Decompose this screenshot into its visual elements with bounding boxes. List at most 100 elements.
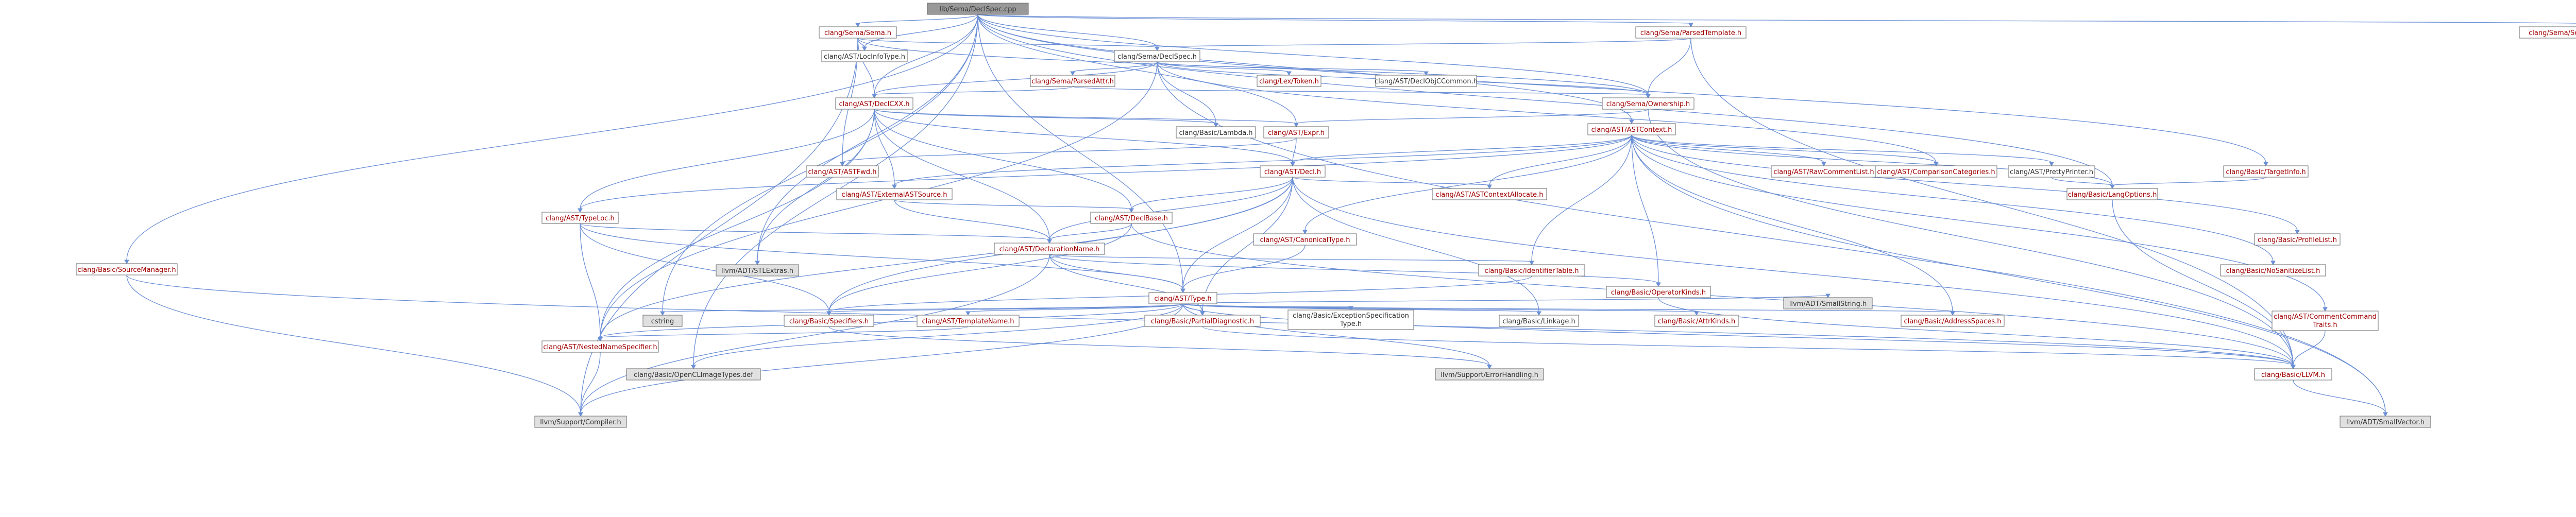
- node-errorhandling[interactable]: llvm/Support/ErrorHandling.h: [1435, 368, 1544, 381]
- node-label: clang/Sema/ParsedAttr.h: [1031, 78, 1114, 85]
- edge-templatename-to-nns: [598, 326, 969, 342]
- node-targetinfo[interactable]: clang/Basic/TargetInfo.h: [2223, 165, 2309, 178]
- node-parsedtemplate[interactable]: clang/Sema/ParsedTemplate.h: [1635, 26, 1747, 39]
- node-declname[interactable]: clang/AST/DeclarationName.h: [994, 243, 1105, 255]
- node-identtable[interactable]: clang/Basic/IdentifierTable.h: [1478, 264, 1585, 277]
- edge-decl-to-astctxalloc: [1292, 177, 1492, 189]
- node-root[interactable]: lib/Sema/DeclSpec.cpp: [927, 3, 1029, 15]
- node-canonicaltype[interactable]: clang/AST/CanonicalType.h: [1253, 233, 1357, 246]
- node-smallvector[interactable]: llvm/ADT/SmallVector.h: [2340, 416, 2431, 428]
- node-astcontext[interactable]: clang/AST/ASTContext.h: [1587, 123, 1676, 135]
- node-label: clang/AST/TypeLoc.h: [546, 215, 614, 222]
- nodes-layer: lib/Sema/DeclSpec.cpp clang/Sema/Sema.h cl…: [76, 3, 2576, 428]
- node-profilelist[interactable]: clang/Basic/ProfileList.h: [2254, 233, 2341, 246]
- edge-declcxx-to-lambda: [874, 109, 1218, 128]
- edge-declbase-to-declname: [1047, 223, 1132, 244]
- node-declspec[interactable]: clang/Sema/DeclSpec.h: [1114, 50, 1200, 62]
- edge-root-to-astcontext: [977, 14, 1634, 125]
- edge-declcxx-to-expr: [874, 109, 1299, 128]
- node-rawcomment[interactable]: clang/AST/RawCommentList.h: [1771, 165, 1877, 178]
- node-llvmh[interactable]: clang/Basic/LLVM.h: [2254, 368, 2332, 381]
- edge-declcxx-to-stlextras: [755, 109, 875, 266]
- edges-layer: [124, 14, 2576, 417]
- node-nns[interactable]: clang/AST/NestedNameSpecifier.h: [541, 340, 659, 353]
- edge-type-to-templatename: [965, 303, 1183, 316]
- node-compcat[interactable]: clang/AST/ComparisonCategories.h: [1875, 165, 1997, 178]
- edge-externalastsource-to-declbase: [894, 199, 1134, 213]
- node-prettyprinter[interactable]: clang/AST/PrettyPrinter.h: [2008, 165, 2095, 178]
- edge-type-to-cstring: [660, 303, 1183, 316]
- node-label: clang/AST/PrettyPrinter.h: [2010, 168, 2093, 176]
- edge-decl-to-llvmh: [1292, 177, 2296, 370]
- node-templatename[interactable]: clang/AST/TemplateName.h: [917, 315, 1020, 327]
- node-semadiag[interactable]: clang/Sema/SemaDiagnostic.h: [2519, 26, 2576, 39]
- edge-astcontext-to-commentcmd: [1631, 134, 2328, 312]
- node-smallstring[interactable]: llvm/ADT/SmallString.h: [1783, 297, 1873, 309]
- node-stlextras[interactable]: llvm/ADT/STLExtras.h: [716, 264, 799, 277]
- node-openclimg[interactable]: clang/Basic/OpenCLImageTypes.def: [626, 368, 761, 381]
- edge-astcontext-to-externalastsource: [892, 134, 1632, 189]
- node-declbase[interactable]: clang/AST/DeclBase.h: [1090, 212, 1173, 224]
- edge-type-to-smallstring: [1182, 294, 1831, 304]
- node-expr[interactable]: clang/AST/Expr.h: [1263, 126, 1329, 139]
- node-declcxx[interactable]: clang/AST/DeclCXX.h: [835, 97, 913, 110]
- edge-astcontext-to-decl: [1290, 134, 1632, 167]
- node-langopts[interactable]: clang/Basic/LangOptions.h: [2066, 188, 2158, 200]
- node-label: clang/Basic/Linkage.h: [1502, 318, 1575, 325]
- edge-astcontext-to-nosanitize: [1631, 134, 2276, 266]
- node-cstring[interactable]: cstring: [642, 315, 683, 327]
- edge-declspec-to-declobjccommon: [1157, 61, 1429, 76]
- node-label: clang/AST/Type.h: [1154, 295, 1211, 303]
- node-label: clang/Basic/ProfileList.h: [2258, 236, 2337, 244]
- node-externalastsource[interactable]: clang/AST/ExternalASTSource.h: [836, 188, 953, 200]
- edge-sema-to-declcxx: [857, 38, 877, 99]
- node-nosanitize[interactable]: clang/Basic/NoSanitizeList.h: [2220, 264, 2326, 277]
- node-label: clang/Sema/Sema.h: [824, 29, 891, 37]
- node-compiler[interactable]: llvm/Support/Compiler.h: [534, 416, 627, 428]
- node-label: clang/Lex/Token.h: [1259, 78, 1319, 85]
- node-astctxalloc[interactable]: clang/AST/ASTContextAllocate.h: [1432, 188, 1547, 200]
- node-sema[interactable]: clang/Sema/Sema.h: [819, 26, 897, 39]
- node-typeloc[interactable]: clang/AST/TypeLoc.h: [541, 212, 619, 224]
- edge-root-to-expr: [977, 14, 1299, 128]
- edge-canonicaltype-to-type: [1180, 245, 1306, 294]
- edge-ownership-to-expr: [1294, 109, 1649, 128]
- edge-llvmh-to-smallvector: [2293, 380, 2388, 417]
- edge-astcontext-to-prettyprinter: [1631, 134, 2054, 167]
- edge-root-to-parsedtemplate: [977, 14, 1693, 28]
- node-decl[interactable]: clang/AST/Decl.h: [1260, 165, 1326, 178]
- node-sourcemanager[interactable]: clang/Basic/SourceManager.h: [76, 263, 178, 275]
- node-ownership[interactable]: clang/Sema/Ownership.h: [1602, 97, 1694, 110]
- node-label: clang/AST/DeclarationName.h: [999, 246, 1100, 253]
- node-label: clang/Basic/OperatorKinds.h: [1611, 289, 1706, 297]
- node-label: clang/Basic/IdentifierTable.h: [1485, 267, 1579, 275]
- node-parsedattr[interactable]: clang/Sema/ParsedAttr.h: [1030, 75, 1115, 87]
- edge-decl-to-declbase: [1129, 177, 1293, 213]
- node-label: clang/Basic/TargetInfo.h: [2226, 168, 2306, 176]
- node-attrkinds[interactable]: clang/Basic/AttrKinds.h: [1654, 315, 1739, 327]
- edge-parsedtemplate-to-ownership: [1646, 38, 1691, 99]
- edge-targetinfo-to-langopts: [2110, 177, 2266, 189]
- edge-root-to-cstring: [660, 14, 978, 316]
- node-opkinds[interactable]: clang/Basic/OperatorKinds.h: [1606, 286, 1711, 298]
- node-token[interactable]: clang/Lex/Token.h: [1257, 75, 1321, 87]
- edge-type-to-linkage: [1182, 303, 1541, 316]
- node-astfwd[interactable]: clang/AST/ASTFwd.h: [806, 165, 879, 178]
- edge-opkinds-to-llvmh: [1658, 297, 2296, 370]
- node-linkage[interactable]: clang/Basic/Linkage.h: [1499, 315, 1579, 327]
- node-addrspaces[interactable]: clang/Basic/AddressSpaces.h: [1901, 315, 2005, 327]
- node-label: lib/Sema/DeclSpec.cpp: [939, 6, 1016, 13]
- edge-astcontext-to-compcat: [1631, 134, 1939, 167]
- node-type[interactable]: clang/AST/Type.h: [1148, 292, 1217, 304]
- node-label: clang/Sema/ParsedTemplate.h: [1640, 29, 1741, 37]
- edge-declname-to-partialdiag: [1049, 254, 1205, 316]
- node-label: Traits.h: [2312, 321, 2337, 329]
- node-declobjccommon[interactable]: clang/AST/DeclObjCCommon.h: [1375, 75, 1478, 87]
- node-specifiers[interactable]: clang/Basic/Specifiers.h: [784, 315, 874, 327]
- node-lambda[interactable]: clang/Basic/Lambda.h: [1176, 126, 1256, 139]
- node-typelocinfo[interactable]: clang/AST/LocInfoType.h: [821, 50, 908, 62]
- node-partialdiag[interactable]: clang/Basic/PartialDiagnostic.h: [1144, 315, 1261, 327]
